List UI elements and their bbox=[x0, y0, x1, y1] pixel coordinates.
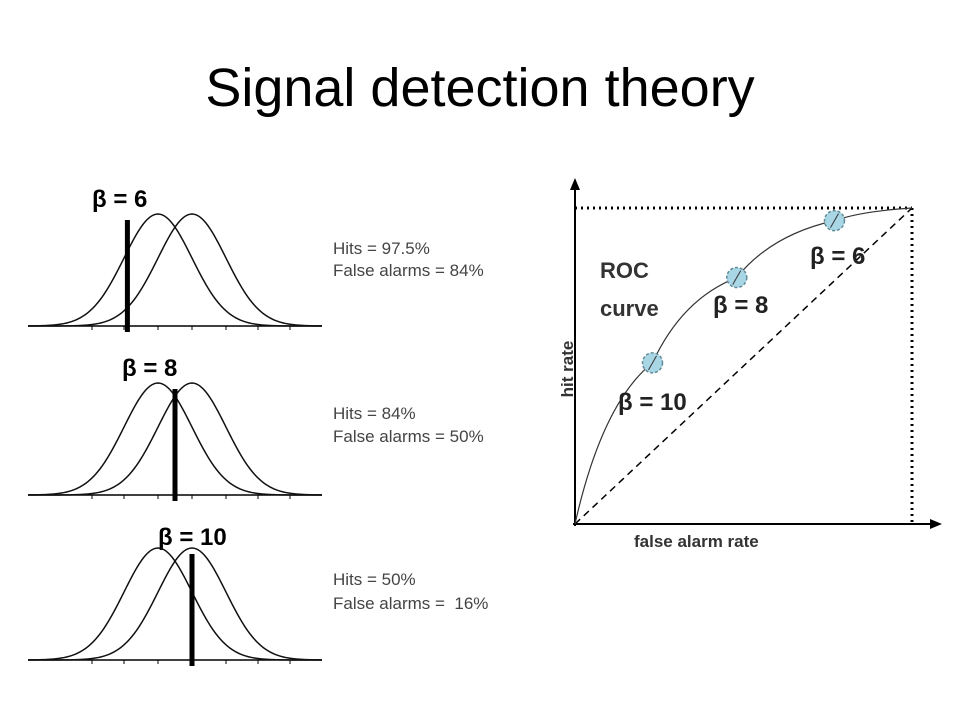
distribution-panel-beta-10: β = 10 Hits = 50% False alarms = 16% bbox=[0, 520, 560, 700]
distribution-curves bbox=[27, 382, 323, 501]
false-alarms-text: False alarms = 84% bbox=[333, 261, 484, 280]
roc-point-label-beta-8: β = 8 bbox=[713, 292, 769, 319]
distribution-curves bbox=[27, 213, 323, 332]
beta-label: β = 6 bbox=[92, 186, 148, 213]
y-axis-label: hit rate bbox=[558, 340, 577, 398]
distribution-panel-beta-6: β = 6 Hits = 97.5% False alarms = 84% bbox=[0, 186, 560, 366]
roc-point-mark bbox=[648, 355, 657, 371]
hits-text: Hits = 50% bbox=[333, 570, 416, 589]
y-axis-arrow bbox=[570, 178, 580, 190]
page-title: Signal detection theory bbox=[205, 58, 755, 118]
roc-point-label-beta-6: β = 6 bbox=[810, 243, 866, 270]
x-axis-label: false alarm rate bbox=[634, 532, 759, 551]
chance-diagonal bbox=[574, 207, 913, 525]
distribution-panel-beta-8: β = 8 Hits = 84% False alarms = 50% bbox=[0, 355, 560, 535]
false-alarms-text: False alarms = 50% bbox=[333, 427, 484, 446]
roc-point-mark bbox=[830, 213, 839, 228]
x-axis-arrow bbox=[930, 519, 942, 529]
signal-distribution-curve bbox=[28, 213, 323, 327]
beta-label: β = 8 bbox=[122, 355, 178, 382]
distribution-curves bbox=[27, 547, 323, 666]
roc-title-line-2: curve bbox=[600, 296, 659, 321]
roc-point-label-beta-10: β = 10 bbox=[618, 389, 687, 416]
roc-point-mark bbox=[732, 270, 742, 285]
false-alarms-text: False alarms = 16% bbox=[333, 594, 489, 613]
hits-text: Hits = 97.5% bbox=[333, 239, 430, 258]
roc-title-line-1: ROC bbox=[600, 258, 649, 283]
signal-distribution-curve bbox=[28, 547, 323, 661]
roc-curve-title: ROC curve bbox=[600, 252, 659, 328]
hits-text: Hits = 84% bbox=[333, 404, 416, 423]
beta-label: β = 10 bbox=[158, 524, 227, 551]
